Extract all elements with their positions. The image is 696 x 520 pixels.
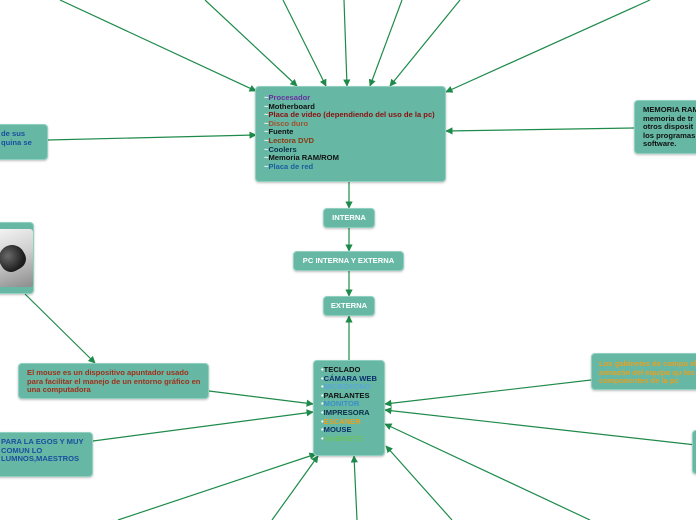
component-item: •MOUSE <box>321 425 380 435</box>
root-node[interactable]: PC INTERNA Y EXTERNA <box>293 251 404 271</box>
bullet-icon: ~ <box>264 101 269 111</box>
bullet-icon: • <box>321 382 324 392</box>
interna-label: INTERNA <box>332 212 366 222</box>
edge-top-3 <box>282 0 327 87</box>
component-item: •MONITOR <box>321 400 380 409</box>
memoria-text: MEMORIA RAM memoria de tr otros disposit… <box>643 105 696 149</box>
edge-bottom-4 <box>385 445 453 520</box>
component-item: •IMPRESORA <box>321 407 380 418</box>
component-label: Coolers <box>268 144 297 154</box>
internal-components-list: ~Procesador~Motherboard~Placa de video (… <box>264 93 439 172</box>
left-top-node[interactable]: de sus quina se <box>0 124 48 160</box>
external-components-node[interactable]: •TECLADO•CÁMARA WEB•MICRÓFONO•PARLANTES•… <box>313 360 385 456</box>
mouse-description-node[interactable]: El mouse es un dispositivo apuntador usa… <box>18 363 209 399</box>
component-label: Fuente <box>268 127 294 137</box>
bullet-icon: • <box>321 416 324 426</box>
edge-top-7 <box>445 0 651 93</box>
bullet-icon: ~ <box>264 110 269 120</box>
bullet-icon: ~ <box>264 93 269 102</box>
component-item: •MICRÓFONO <box>321 382 380 392</box>
gabinete-description-text: Los gabinetes de compu el armazón del eq… <box>599 359 696 386</box>
edge-bottom-1 <box>117 452 317 520</box>
component-label: Disco duro <box>268 118 309 128</box>
edge-gabinete <box>384 379 592 407</box>
component-label: MONITOR <box>323 399 360 409</box>
bullet-icon: • <box>321 407 324 417</box>
component-item: ~Lectora DVD <box>264 135 439 146</box>
bullet-icon: ~ <box>264 161 269 171</box>
component-label: IMPRESORA <box>323 407 370 417</box>
bullet-icon: • <box>321 425 324 435</box>
bullet-icon: ~ <box>264 153 269 163</box>
component-label: GABINETE <box>323 433 363 443</box>
root-label: PC INTERNA Y EXTERNA <box>302 255 395 265</box>
left-bottom-node[interactable]: PARA LA EGOS Y MUY COMUN LO LUMNOS,MAEST… <box>0 432 93 477</box>
mouse-image-node[interactable] <box>0 222 34 294</box>
component-label: Procesador <box>268 93 311 102</box>
component-item: ~Placa de red <box>264 161 439 172</box>
left-top-text: de sus quina se <box>1 129 32 147</box>
mouse-shape-icon <box>0 240 30 276</box>
component-item: •TECLADO <box>321 365 380 375</box>
interna-node[interactable]: INTERNA <box>323 208 375 228</box>
externa-node[interactable]: EXTERNA <box>323 296 375 316</box>
component-label: MOUSE <box>323 425 352 435</box>
component-label: PARLANTES <box>323 390 370 400</box>
component-item: ~Motherboard <box>264 101 439 112</box>
component-item: ~Memoria RAM/ROM <box>264 153 439 163</box>
edge-mouse-line <box>24 293 96 364</box>
component-label: Memoria RAM/ROM <box>268 153 339 163</box>
internal-components-node[interactable]: ~Procesador~Motherboard~Placa de video (… <box>255 86 446 182</box>
gabinete-description-node[interactable]: Los gabinetes de compu el armazón del eq… <box>591 353 696 390</box>
component-label: MICRÓFONO <box>323 382 371 392</box>
externa-label: EXTERNA <box>330 300 368 310</box>
component-label: Lectora DVD <box>268 135 315 145</box>
bullet-icon: • <box>321 390 324 400</box>
component-label: TECLADO <box>323 365 361 374</box>
component-item: •CÁMARA WEB <box>321 373 380 384</box>
component-label: Motherboard <box>268 101 315 111</box>
edge-left-bottom <box>92 409 314 442</box>
component-item: •PARLANTES <box>321 390 380 401</box>
edge-top-1 <box>59 0 257 92</box>
component-item: ~Placa de video (dependiendo del uso de … <box>264 110 439 120</box>
bullet-icon: ~ <box>264 118 269 128</box>
component-item: •ESCANER <box>321 416 380 427</box>
component-item: ~Procesador <box>264 93 439 103</box>
component-item: ~Coolers <box>264 144 439 155</box>
bullet-icon: • <box>321 365 324 374</box>
edge-bottom-5 <box>384 423 591 520</box>
component-item: •GABINETE <box>321 433 380 444</box>
external-components-list: •TECLADO•CÁMARA WEB•MICRÓFONO•PARLANTES•… <box>321 365 380 444</box>
bullet-icon: • <box>321 433 324 443</box>
edge-left-top <box>47 131 257 141</box>
bullet-icon: • <box>321 373 324 383</box>
mouse-image <box>0 229 33 287</box>
bullet-icon: ~ <box>264 127 269 137</box>
bullet-icon: • <box>321 399 324 409</box>
component-label: Placa de video (dependiendo del uso de l… <box>268 110 435 120</box>
edge-mouse <box>208 390 314 407</box>
edge-bottom-2 <box>271 455 319 520</box>
edge-right-bottom <box>384 407 696 446</box>
component-label: CÁMARA WEB <box>323 373 377 383</box>
bullet-icon: ~ <box>264 144 269 154</box>
edge-top-2 <box>204 0 298 87</box>
component-item: ~Disco duro <box>264 118 439 129</box>
left-bottom-text: PARA LA EGOS Y MUY COMUN LO LUMNOS,MAEST… <box>1 437 84 464</box>
bullet-icon: ~ <box>264 135 269 145</box>
edge-top-4 <box>343 0 351 87</box>
edge-top-5 <box>368 0 403 87</box>
right-bottom-node[interactable] <box>692 430 696 474</box>
mouse-description-text: El mouse es un dispositivo apuntador usa… <box>27 368 201 395</box>
edge-memoria <box>445 127 635 135</box>
component-item: ~Fuente <box>264 128 439 137</box>
memoria-node[interactable]: MEMORIA RAM memoria de tr otros disposit… <box>634 100 696 154</box>
edge-bottom-3 <box>350 455 358 520</box>
edge-top-6 <box>389 0 461 87</box>
component-label: Placa de red <box>268 161 314 171</box>
component-label: ESCANER <box>323 416 361 426</box>
